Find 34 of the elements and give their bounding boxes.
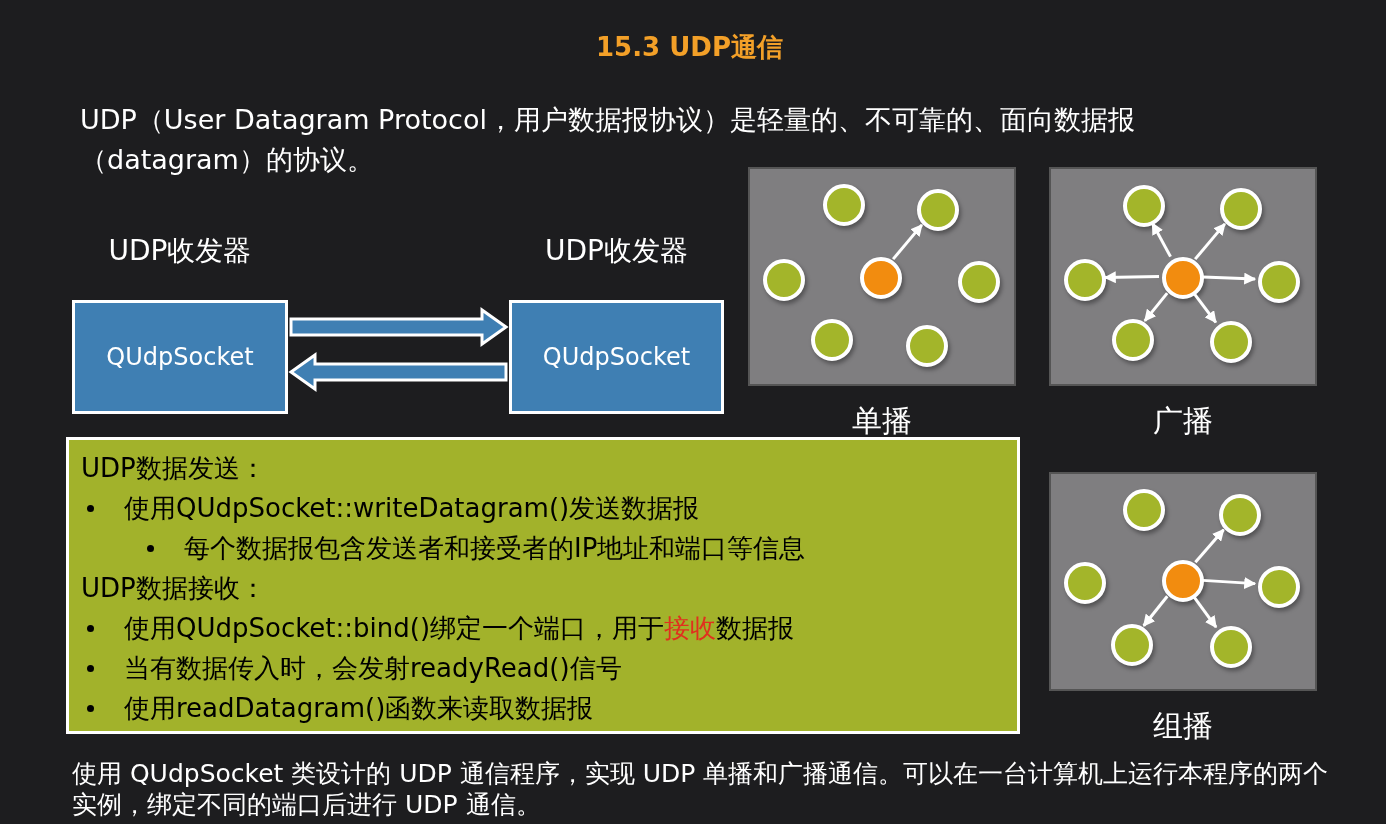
node-caption: 单播: [852, 402, 912, 440]
node-caption: 广播: [1153, 402, 1213, 440]
bullet-text: 每个数据报包含发送者和接受者的IP地址和端口等信息: [184, 532, 806, 565]
network-panel: [748, 167, 1016, 386]
intro-text: UDP（User Datagram Protocol，用户数据报协议）是轻量的、不可靠的、面向数据报（datagram）的协议。: [80, 103, 1136, 177]
arrow: [1194, 222, 1226, 261]
arrow: [1103, 271, 1160, 284]
arrow: [1151, 222, 1172, 258]
arrow: [1202, 272, 1257, 285]
bullet-text: 使用readDatagram()函数来读取数据报: [124, 692, 594, 725]
arrow: [1143, 292, 1169, 322]
slide-title: 15.3 UDP通信: [596, 31, 783, 64]
bullet-text: 使用QUdpSocket::bind()绑定一个端口，用于接收数据报: [124, 612, 795, 645]
network-panel: [1049, 167, 1317, 386]
node-caption: 组播: [1153, 707, 1213, 745]
block-arrow: [289, 307, 509, 347]
socket-box: QUdpSocket: [509, 300, 724, 414]
node-caption: UDP收发器: [545, 233, 688, 269]
arrow: [1142, 595, 1169, 627]
arrow: [1193, 292, 1217, 324]
description-text: 使用 QUdpSocket 类设计的 UDP 通信程序，实现 UDP 单播和广播通信。可以在一台计算机上运行本程序的两个实例，绑定不同的端口后进行 UDP 通信。: [72, 758, 1330, 820]
network-panel: [1049, 472, 1317, 691]
heading-text: UDP数据接收：: [81, 572, 266, 605]
socket-box: QUdpSocket: [72, 300, 288, 414]
bullet-text: 使用QUdpSocket::writeDatagram()发送数据报: [124, 492, 700, 525]
arrow: [1194, 528, 1225, 564]
info-panel: [66, 437, 1020, 734]
bullet-text: 当有数据传入时，会发射readyRead()信号: [124, 652, 622, 685]
arrow: [1202, 576, 1257, 589]
arrow: [892, 223, 923, 261]
node-caption: UDP收发器: [108, 233, 252, 269]
block-arrow: [288, 352, 508, 392]
heading-text: UDP数据发送：: [81, 452, 266, 485]
arrow: [1192, 595, 1218, 629]
